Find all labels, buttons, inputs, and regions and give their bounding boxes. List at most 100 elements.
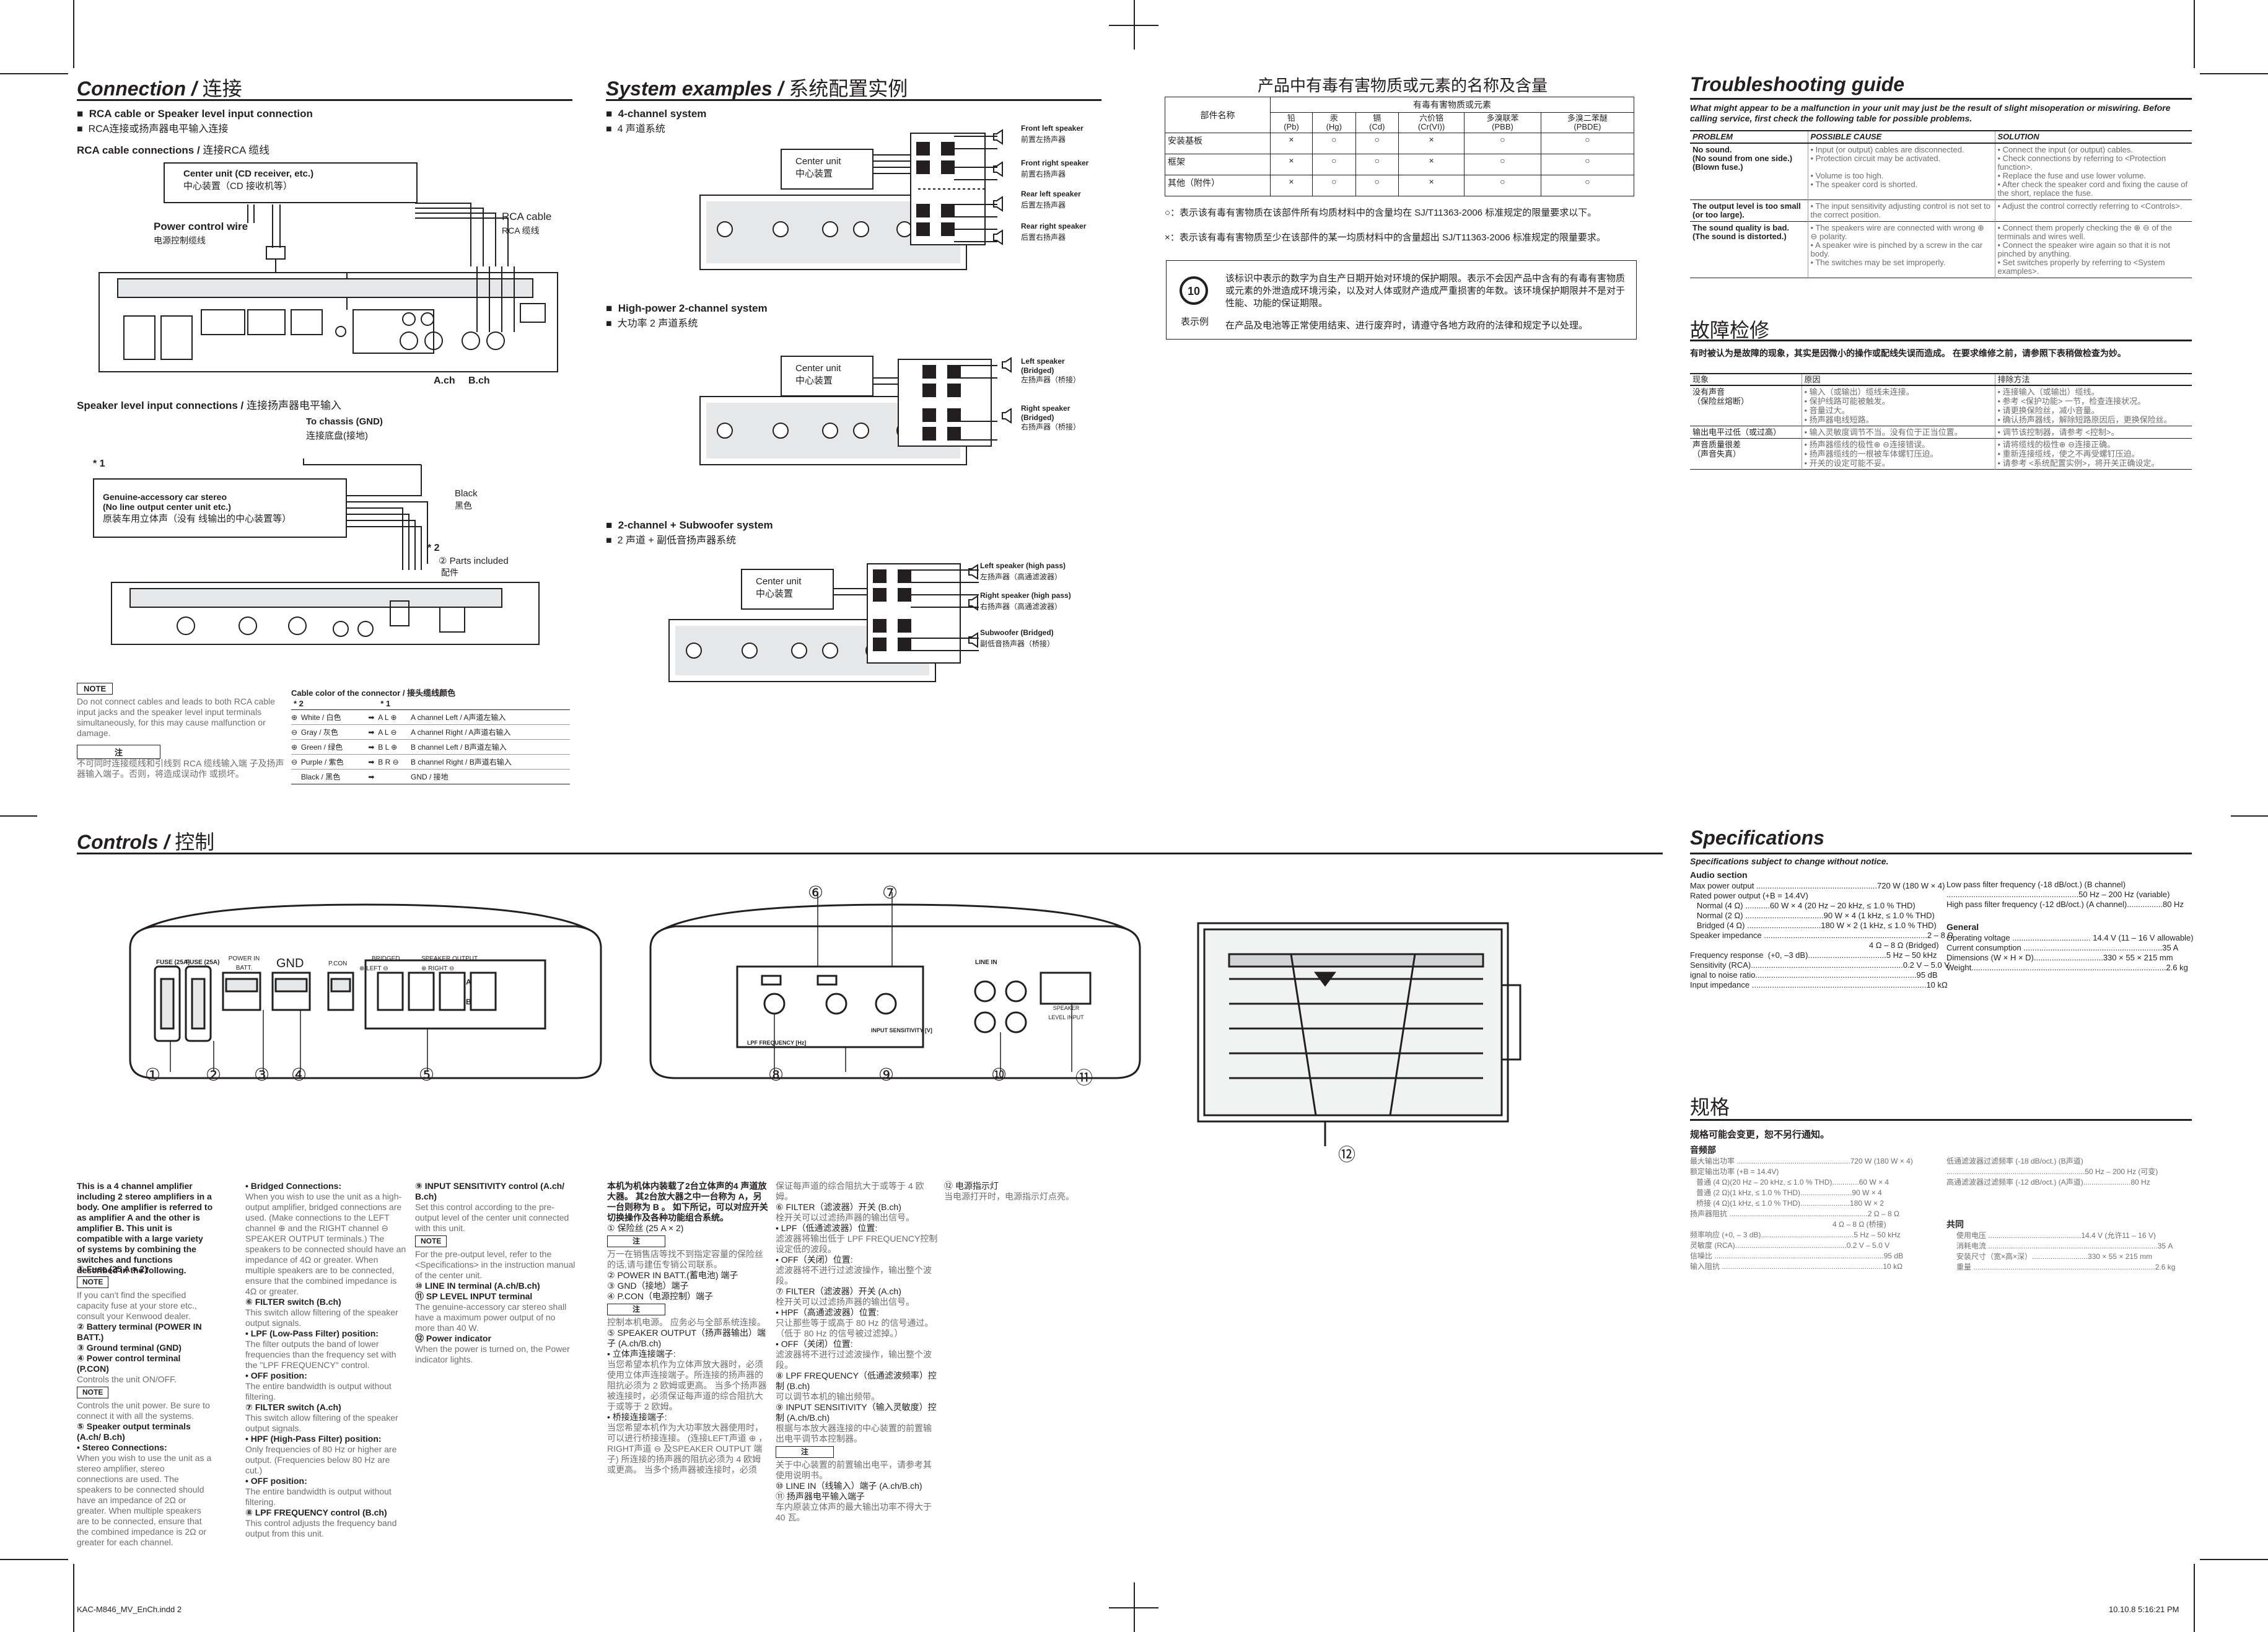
power-side-panel [129, 903, 602, 1079]
rca-heading-cn: ■ RCA连接或扬声器电平输入连接 [77, 124, 229, 134]
hazard-box [1166, 260, 1637, 340]
sub-heading-cn: ■ 2 声道 + 副低音扬声器系统 [606, 535, 737, 546]
footer-file: KAC-M846_MV_EnCh.indd 2 [77, 1605, 182, 1614]
eco-logo-label: 表示例 [1181, 317, 1209, 327]
rca-heading: ■ RCA cable or Speaker level input conne… [77, 108, 313, 120]
specs-left: Max power output .......................… [1690, 881, 1954, 989]
input-side-panel [649, 892, 1141, 1079]
lpf-frequency-label: LPF FREQUENCY [Hz] [747, 1040, 807, 1046]
sub-left-label-cn: 左扬声器（高通滤波器） [980, 573, 1062, 581]
controls-col5: 保证每声道的综合阻抗大于或等于 4 欧姆。 ⑥ FILTER（滤波器）开关 (B… [776, 1181, 938, 1522]
hazard-title: 产品中有毒有害物质或元素的名称及含量 [1258, 76, 1548, 95]
specs-cn-left: 最大输出功率 .................................… [1690, 1157, 1913, 1271]
sub-left-label: Left speaker (high pass) [980, 561, 1066, 570]
callout-8: ⑧ [768, 1064, 784, 1085]
callout-12: ⑫ [1338, 1144, 1356, 1165]
four-ch-heading-cn: ■ 4 声道系统 [606, 124, 665, 134]
hazard-table: 部件名称有毒有害物质或元素 铅(Pb) 汞(Hg) 镉(Cd) 六价铬(Cr(V… [1165, 97, 1635, 196]
power-wire-label-cn: 电源控制缆线 [154, 235, 206, 245]
callout-1: ① [145, 1064, 161, 1085]
eco-logo-icon: 10 [1180, 276, 1208, 305]
front-right-label-cn: 前置右扬声器 [1021, 170, 1066, 178]
specs-general: General [1946, 922, 1979, 932]
left-terminal-label: ⊕ LEFT ⊖ [359, 965, 388, 972]
callout-10: ⑩ [991, 1064, 1007, 1085]
top-view-panel [1197, 922, 1521, 1146]
star1-label: * 1 [93, 458, 105, 469]
a-label: A [466, 978, 471, 986]
power-in-label: POWER IN BATT. [228, 955, 260, 972]
controls-col3: ⑨ INPUT SENSITIVITY control (A.ch/ B.ch)… [415, 1181, 576, 1364]
subwoofer-label-cn: 副低音扬声器（桥接） [980, 639, 1055, 648]
fuse-b-label: FUSE (25A) [186, 959, 220, 966]
rear-right-label: Rear right speaker [1021, 222, 1087, 230]
note-label: NOTE [77, 683, 113, 695]
rca-cable-label-cn: RCA 缆线 [502, 226, 540, 235]
subwoofer-label: Subwoofer (Bridged) [980, 628, 1054, 637]
trouble-intro: What might appear to be a malfunction in… [1690, 103, 2171, 123]
sub-right-label-cn: 右扬声器（高通滤波器） [980, 602, 1062, 611]
black-label-cn: 黑色 [455, 501, 472, 511]
parts-label: ② Parts included [439, 556, 509, 566]
specs-subject: Specifications subject to change without… [1690, 856, 1889, 866]
trouble-cn-title: 故障检修 [1690, 319, 1770, 341]
callout-6: ⑥ [808, 882, 824, 903]
hazard-note1: ○：表示该有毒有害物质在该部件所有均质材料中的含量均在 SJ/T11363-20… [1165, 208, 1597, 218]
chassis-label-cn: 连接底盘(接地) [306, 431, 368, 441]
footer-timestamp: 10.10.8 5:16:21 PM [2109, 1605, 2179, 1614]
specs-audio: Audio section [1690, 870, 1748, 880]
rca-connection-diagram [99, 203, 558, 372]
specs-cn-subject: 规格可能会变更，恕不另行通知。 [1690, 1130, 1830, 1140]
specs-cn-title: 规格 [1690, 1096, 1730, 1118]
controls-intro: This is a 4 channel amplifier including … [77, 1181, 213, 1275]
connection-title: Connection / 连接 [77, 77, 242, 100]
hazard-note2: ×：表示该有毒有害物质至少在该部件的某一均质材料中的含量超出 SJ/T11363… [1165, 232, 1606, 243]
specs-cn-audio: 音频部 [1690, 1145, 1716, 1155]
callout-2: ② [206, 1064, 222, 1085]
specs-cn-right: 低通滤波器过滤频率 (-18 dB/oct.) (B声道)...........… [1946, 1157, 2158, 1187]
callout-7: ⑦ [882, 882, 898, 903]
cable-color-table: * 2* 1 ⊕White / 白色➡A L ⊕A channel Left /… [291, 698, 570, 784]
trouble-title: Troubleshooting guide [1690, 73, 1905, 95]
controls-title: Controls / 控制 [77, 831, 215, 853]
center-unit-box: Center unit (CD receiver, etc.) 中心装置（CD … [164, 162, 418, 203]
speaker-level-diagram [111, 458, 540, 645]
eco-logo-number: 10 [1188, 285, 1200, 297]
sub-diagram [668, 563, 979, 682]
rca-sub: RCA cable connections / 连接RCA 缆线 [77, 144, 270, 156]
note-text: Do not connect cables and leads to both … [77, 696, 275, 738]
rear-left-label-cn: 后置左扬声器 [1021, 201, 1066, 209]
four-ch-diagram [699, 133, 997, 270]
specs-title: Specifications [1690, 827, 1824, 849]
hp-left-label: Left speaker(Bridged) [1021, 357, 1065, 375]
sub-heading: ■ 2-channel + Subwoofer system [606, 519, 773, 531]
note-label-cn: 注 [77, 745, 161, 759]
bch-label: B.ch [468, 375, 490, 386]
bridged-label: BRIDGED [372, 955, 400, 962]
speaker-output-label: SPEAKER OUTPUT [421, 955, 478, 962]
speaker-sub: Speaker level input connections / 连接扬声器电… [77, 400, 341, 411]
ach-label: A.ch [434, 375, 455, 386]
specs-cn-general-lines: 使用电压 ...................................… [1956, 1231, 2176, 1271]
hp-heading-cn: ■ 大功率 2 声道系统 [606, 318, 698, 329]
note-text-cn: 不可同时连接缆线和引线到 RCA 缆线输入端 子及扬声器输入端子。否则，将造成误… [77, 758, 284, 779]
callout-5: ⑤ [419, 1064, 435, 1085]
hazard-para1: 该标识中表示的数字为自生产日期开始对环境的保护期限。表示不会因产品中含有的有毒有… [1225, 273, 1626, 309]
b-label: B [466, 998, 471, 1006]
power-wire-label: Power control wire [154, 221, 248, 232]
specs-right: Low pass filter frequency (-18 dB/oct.) … [1946, 880, 2184, 909]
trouble-table: PROBLEM POSSIBLE CAUSE SOLUTION No sound… [1690, 130, 2192, 278]
system-title: System examples / 系统配置实例 [606, 77, 908, 100]
rca-cable-label: RCA cable [502, 211, 552, 222]
trouble-cn-intro: 有时被认为是故障的现象，其实是因微小的操作或配线失误而造成。 在要求维修之前，请… [1690, 348, 2126, 358]
four-ch-heading: ■ 4-channel system [606, 108, 707, 120]
genuine-stereo-box: Genuine-accessory car stereo (No line ou… [93, 478, 347, 538]
fuse-a-label: FUSE (25A) [156, 959, 190, 966]
controls-col1: ① Fuse (25 A × 2) NOTE If you can't find… [77, 1264, 212, 1547]
callout-11: ⑪ [1075, 1068, 1093, 1088]
hp-right-label: Right speaker(Bridged) [1021, 404, 1071, 422]
input-sensitivity-label: INPUT SENSITIVITY [V] [871, 1027, 932, 1033]
